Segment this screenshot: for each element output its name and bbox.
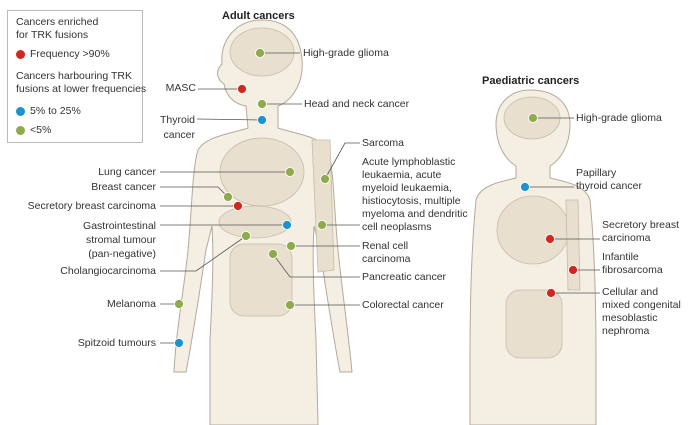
label-adult-secretory: Secretory breast carcinoma (27, 200, 156, 212)
marker-haematological (317, 220, 327, 230)
child-intestines (505, 289, 563, 359)
marker-head-neck (257, 99, 267, 109)
label-nephroma: Cellular and mixed congenital mesoblasti… (602, 286, 681, 337)
label-breast: Breast cancer (91, 181, 156, 193)
blue-dot-icon (16, 107, 25, 116)
label-sarcoma: Sarcoma (362, 137, 405, 149)
marker-cholangio (241, 231, 251, 241)
leader-lines (160, 52, 600, 344)
adult-title: Adult cancers (222, 10, 295, 22)
legend: Cancers enriched for TRK fusions Frequen… (7, 10, 147, 143)
marker-adult-glioma (255, 48, 265, 58)
marker-child-glioma (528, 113, 538, 123)
marker-renal (286, 241, 296, 251)
marker-masc (237, 84, 247, 94)
paediatric-title: Paediatric cancers (482, 75, 580, 87)
marker-nephroma (546, 288, 556, 298)
legend-red-label: Frequency >90% (30, 48, 110, 60)
red-dot-icon (16, 50, 25, 59)
label-haematological: Acute lymphoblastic leukaemia, acute mye… (362, 156, 468, 233)
label-fibrosarcoma: Infantile fibrosarcoma (602, 251, 663, 276)
marker-lung (285, 167, 295, 177)
adult-liver (218, 205, 292, 239)
marker-colorectal (285, 300, 295, 310)
marker-melanoma (174, 299, 184, 309)
label-child-secretory: Secretory breast carcinoma (602, 219, 680, 244)
label-spitzoid: Spitzoid tumours (77, 337, 156, 349)
label-head-neck: Head and neck cancer (304, 98, 410, 110)
marker-pancreatic (268, 249, 278, 259)
label-adult-thyroid: Thyroid cancer (159, 114, 195, 141)
label-renal: Renal cell carcinoma (362, 240, 411, 265)
legend-enriched-heading: Cancers enriched for TRK fusions (16, 16, 99, 41)
marker-breast (223, 192, 233, 202)
adult-arm-bone (311, 139, 335, 273)
label-child-glioma: High-grade glioma (576, 112, 662, 124)
adult-intestines (229, 243, 293, 317)
legend-lower-heading: Cancers harbouring TRK fusions at lower … (16, 70, 147, 95)
label-masc: MASC (165, 82, 196, 94)
child-arm-bone (565, 199, 581, 291)
marker-child-thyroid (520, 182, 530, 192)
label-pancreatic: Pancreatic cancer (362, 271, 447, 283)
legend-blue-label: 5% to 25% (30, 105, 81, 117)
marker-gist (282, 220, 292, 230)
legend-green-label: <5% (30, 124, 52, 136)
marker-fibrosarcoma (568, 265, 578, 275)
child-lungs (496, 195, 570, 265)
label-cholangio: Cholangiocarcinoma (60, 265, 156, 277)
label-melanoma: Melanoma (106, 298, 156, 310)
label-colorectal: Colorectal cancer (362, 299, 444, 311)
label-gist: Gastrointestinal stromal tumour (pan-neg… (83, 220, 156, 260)
marker-adult-thyroid (257, 115, 267, 125)
label-lung: Lung cancer (98, 166, 156, 178)
marker-spitzoid (174, 338, 184, 348)
marker-sarcoma (320, 174, 330, 184)
green-dot-icon (16, 126, 25, 135)
marker-child-secretory (545, 234, 555, 244)
label-adult-glioma: High-grade glioma (303, 47, 389, 59)
label-child-thyroid: Papillary thyroid cancer (576, 167, 642, 192)
marker-adult-secretory (233, 201, 243, 211)
